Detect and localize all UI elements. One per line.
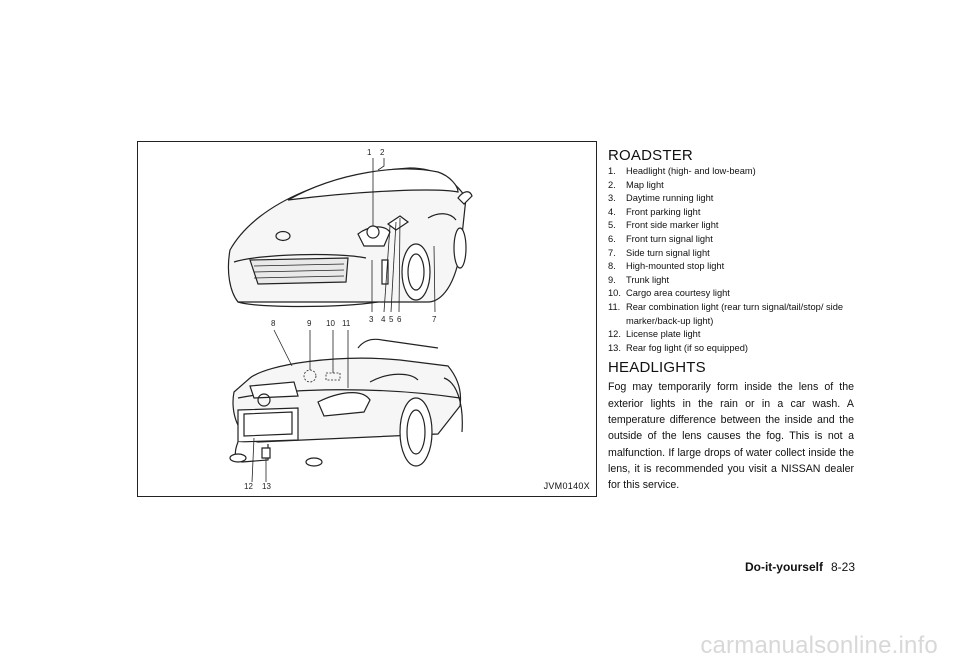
headlights-paragraph: Fog may temporarily form inside the lens… [608, 381, 854, 492]
watermark: carmanualsonline.info [700, 632, 938, 659]
legend-item-number: 9. [608, 274, 616, 285]
legend-item: 11. Rear combination light (rear turn sig… [608, 301, 854, 328]
callout-5: 5 [389, 315, 394, 324]
legend-item: 9. Trunk light [608, 274, 854, 288]
roadster-heading: ROADSTER [608, 147, 693, 164]
callout-8: 8 [271, 319, 276, 328]
legend-item-number: 3. [608, 193, 616, 204]
legend-item: 5. Front side marker light [608, 219, 854, 233]
legend-item-number: 11. [608, 301, 621, 312]
figure-code: JVM0140X [543, 481, 590, 491]
lights-legend-list: 1. Headlight (high- and low-beam) 2. Map li… [608, 165, 854, 355]
legend-item-number: 12. [608, 329, 621, 340]
legend-item-text: Cargo area courtesy light [626, 288, 730, 299]
callout-2: 2 [380, 148, 385, 157]
legend-item-text: Front turn signal light [626, 233, 713, 244]
legend-item: 7. Side turn signal light [608, 247, 854, 261]
callout-7: 7 [432, 315, 437, 324]
legend-item: 12. License plate light [608, 328, 854, 342]
section-name: Do-it-yourself [744, 560, 823, 574]
legend-item-number: 5. [608, 220, 616, 231]
legend-item-number: 6. [608, 233, 616, 244]
rear-car-drawing [229, 338, 463, 467]
page-number: 8-23 [830, 560, 855, 574]
legend-item: 13. Rear fog light (if so equipped) [608, 342, 854, 356]
vehicle-lights-illustration: 1 2 3 4 5 6 7 [137, 141, 597, 497]
legend-item-number: 13. [608, 342, 621, 353]
callout-12: 12 [244, 482, 253, 491]
legend-item-number: 8. [608, 261, 616, 272]
headlights-heading: HEADLIGHTS [608, 359, 706, 377]
callout-9: 9 [307, 319, 312, 328]
legend-item: 1. Headlight (high- and low-beam) [608, 165, 854, 179]
legend-item: 4. Front parking light [608, 206, 854, 220]
legend-item: 3. Daytime running light [608, 192, 854, 206]
legend-item-text: Rear fog light (if so equipped) [626, 342, 748, 353]
legend-item-number: 2. [608, 179, 616, 190]
legend-item-number: 7. [608, 247, 616, 258]
callout-1: 1 [367, 148, 372, 157]
legend-item: 6. Front turn signal light [608, 233, 854, 247]
legend-item-text: Headlight (high- and low-beam) [626, 166, 756, 176]
legend-item-text: Map light [626, 179, 664, 190]
text-column: ROADSTER 1. Headlight (high- and low-beam… [608, 146, 854, 493]
legend-item-text: License plate light [626, 329, 701, 340]
callout-4: 4 [381, 315, 386, 324]
legend-item: 2. Map light [608, 179, 854, 193]
legend-item-text: Side turn signal light [626, 247, 710, 258]
legend-item-text: High-mounted stop light [626, 261, 725, 272]
rear-callout-lines [251, 329, 349, 483]
legend-item-text: Front side marker light [626, 220, 719, 231]
front-car-drawing [227, 167, 473, 308]
callout-6: 6 [397, 315, 402, 324]
legend-item-number: 10. [608, 288, 621, 299]
legend-item-number: 4. [608, 206, 616, 217]
front-callout-numbers: 1 2 3 4 5 6 7 [367, 148, 437, 324]
legend-item: 8. High-mounted stop light [608, 260, 854, 274]
callout-11: 11 [342, 319, 351, 328]
legend-item-text: Rear combination light (rear turn signal… [626, 301, 844, 326]
page-footer: Do-it-yourself 8-23 [745, 560, 855, 574]
callout-13: 13 [262, 482, 271, 491]
callout-10: 10 [326, 319, 335, 328]
rear-callout-numbers: 8 9 10 11 12 13 [244, 319, 351, 491]
legend-item-text: Front parking light [626, 206, 701, 217]
callout-3: 3 [369, 315, 374, 324]
car-drawings: 1 2 3 4 5 6 7 [227, 148, 473, 491]
legend-item: 10. Cargo area courtesy light [608, 287, 854, 301]
legend-item-number: 1. [608, 166, 616, 176]
legend-item-text: Trunk light [626, 274, 670, 285]
legend-item-text: Daytime running light [626, 193, 714, 204]
front-callout-lines [371, 158, 436, 313]
